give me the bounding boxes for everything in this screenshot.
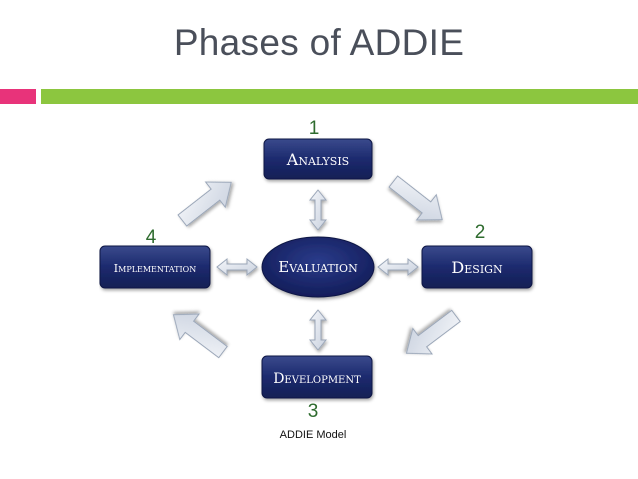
double-arrow-evaluation-design [377,257,419,277]
phase-label-evaluation: Evaluation [278,258,358,276]
double-arrow-analysis-evaluation [308,189,328,231]
phase-label-design: Design [451,258,503,277]
phase-box-development: Development [261,355,373,399]
phase-label-analysis: Analysis [286,150,349,169]
double-arrow-evaluation-development [308,309,328,351]
cycle-arrow-development-to-implementation [172,313,228,359]
diagram-caption: ADDIE Model [280,429,347,441]
accent-bar-pink [0,89,36,104]
phase-box-implementation: Implementation [99,245,211,289]
double-arrow-implementation-evaluation [216,257,258,277]
phase-number-analysis: 1 [309,118,320,139]
phase-box-analysis: Analysis [263,138,373,180]
phase-number-implementation: 4 [146,227,157,248]
addie-diagram-svg: Analysis 1 Design 2 Development 3 Implem… [99,118,533,441]
cycle-arrow-design-to-development [405,309,461,355]
phase-label-development: Development [273,371,361,387]
phase-box-design: Design [421,245,533,289]
cycle-arrow-implementation-to-analysis [177,181,232,227]
phase-oval-evaluation: Evaluation [261,236,375,298]
addie-diagram: Analysis 1 Design 2 Development 3 Implem… [99,112,539,442]
phase-number-design: 2 [475,222,486,243]
phase-label-implementation: Implementation [114,262,196,275]
accent-bar-green [41,89,638,104]
phase-number-development: 3 [308,401,319,422]
slide-title: Phases of ADDIE [173,22,465,63]
cycle-arrow-analysis-to-design [388,175,443,221]
